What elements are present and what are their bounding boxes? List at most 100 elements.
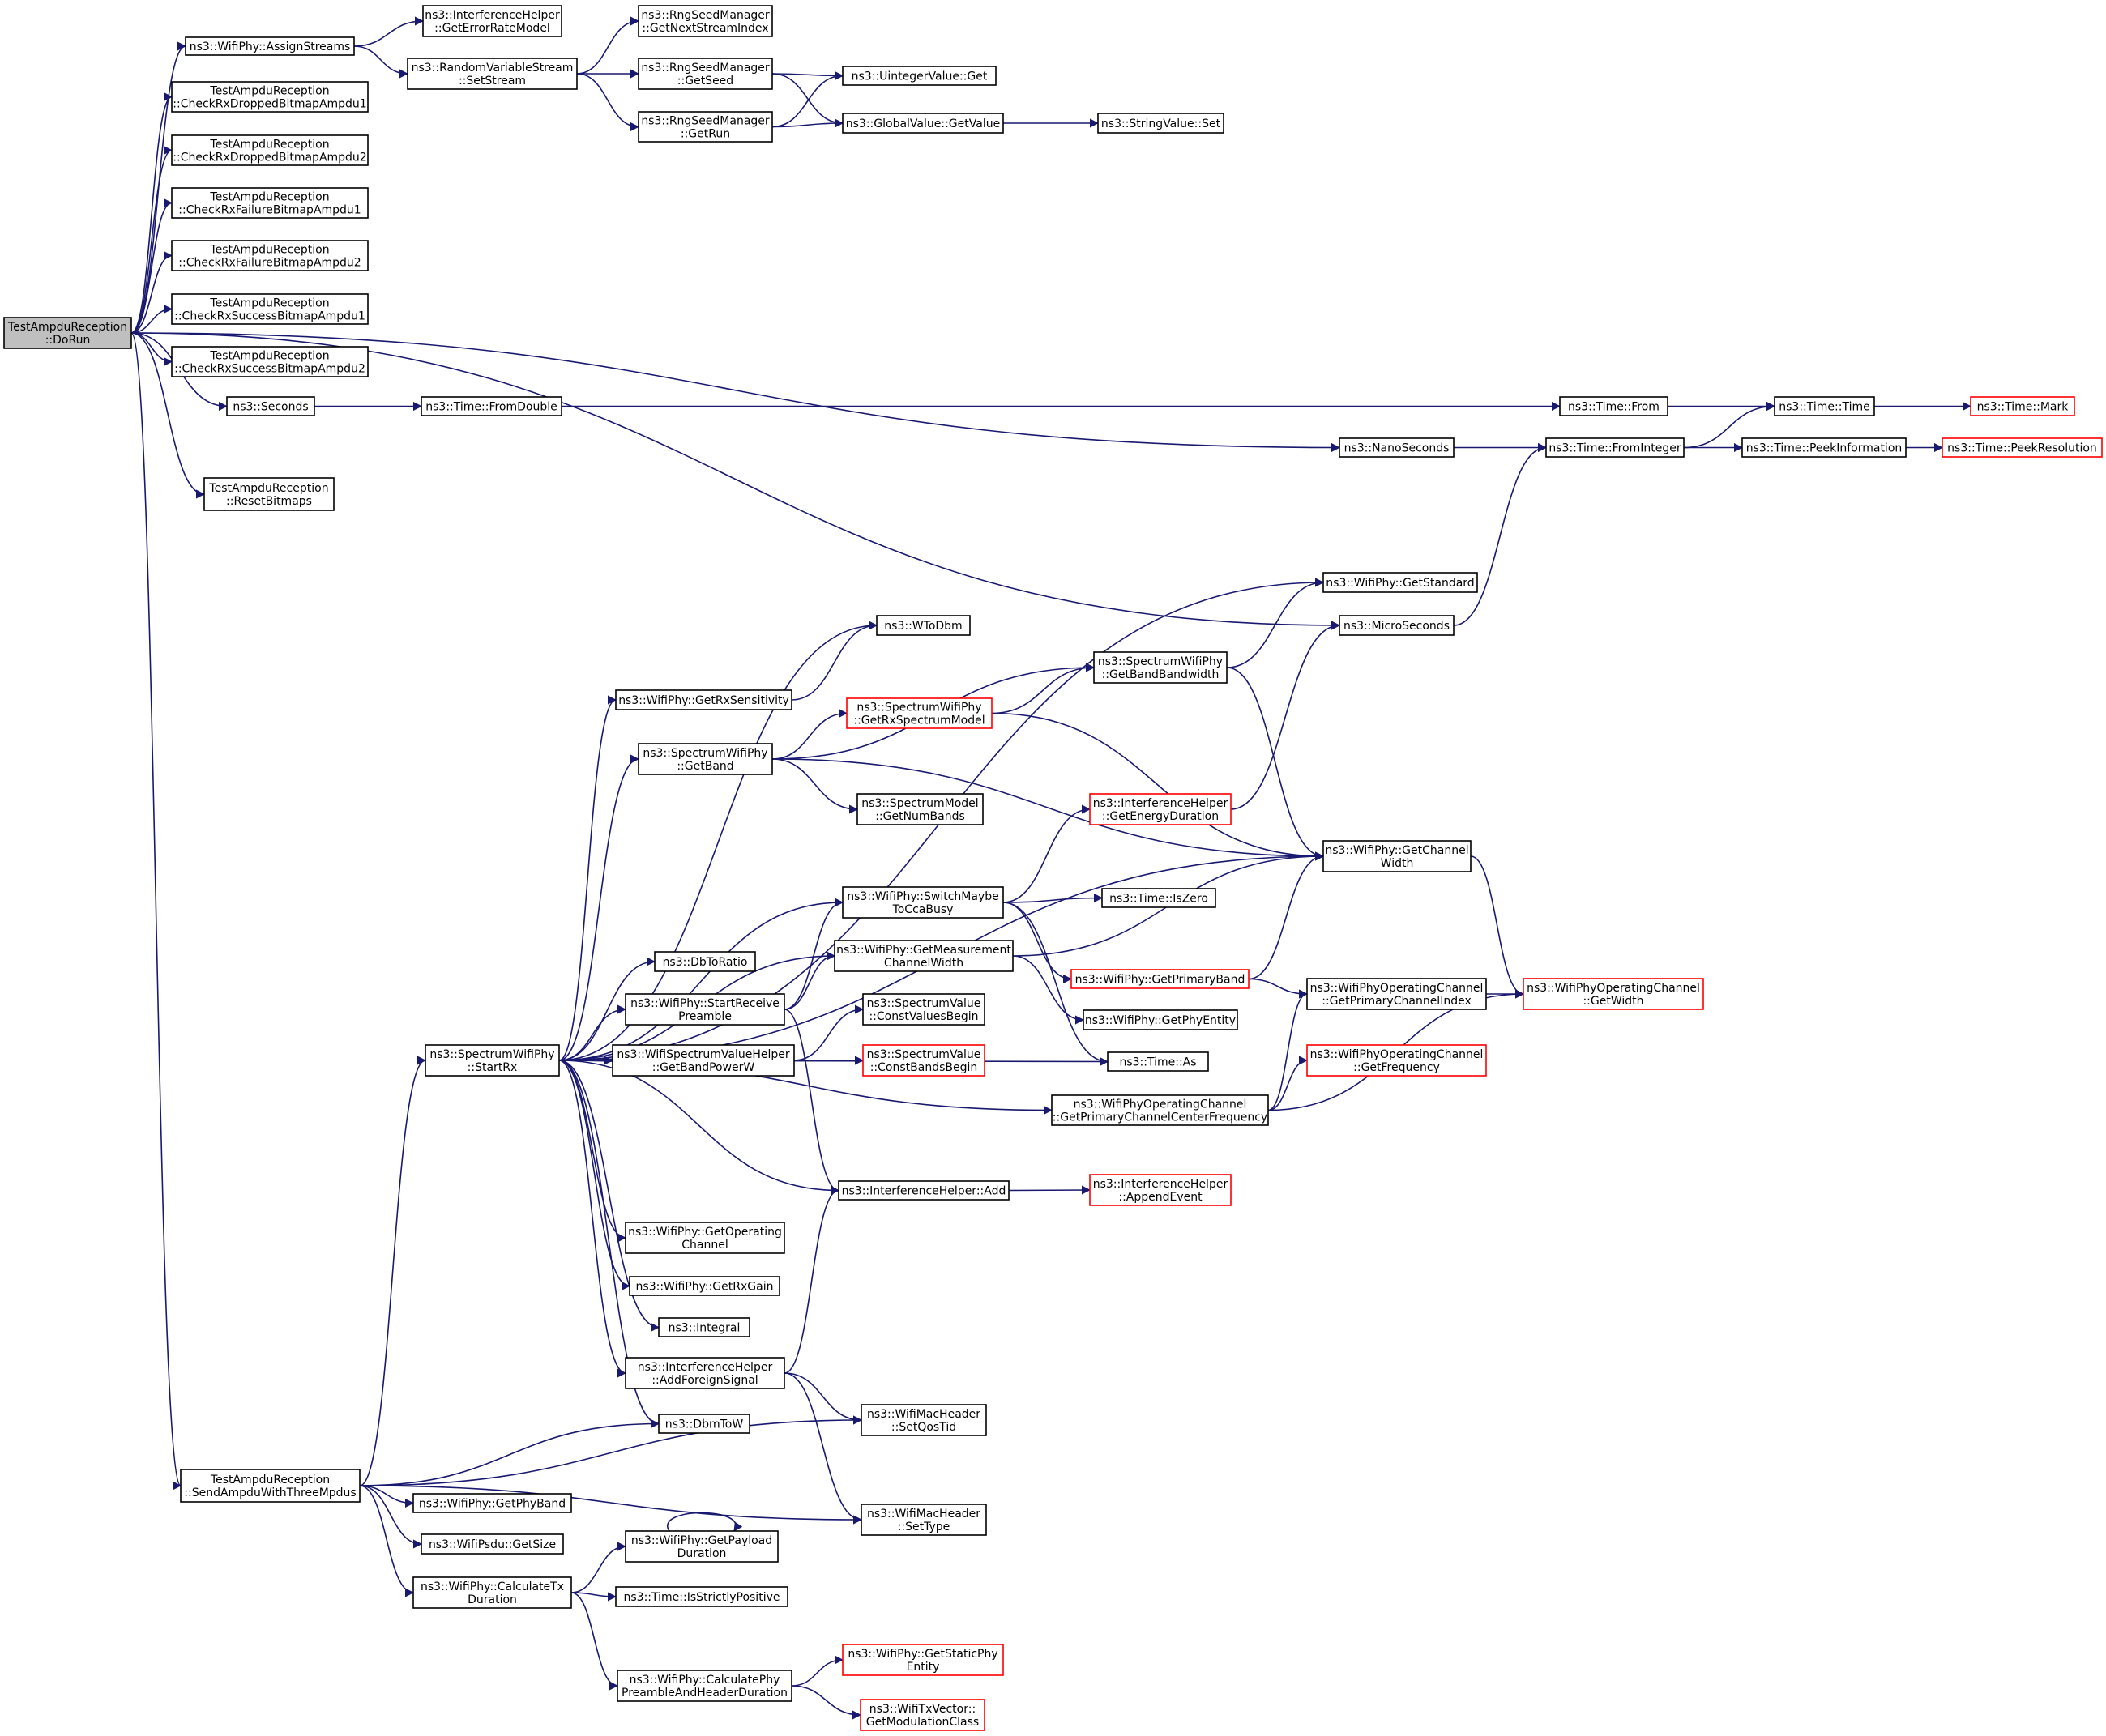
node-label-line: Width xyxy=(1381,857,1414,870)
node-ihAdd[interactable]: ns3::InterferenceHelper::Add xyxy=(838,1180,1010,1201)
node-label-line: ns3::Time::PeekResolution xyxy=(1947,442,2097,455)
node-smGetNumBands[interactable]: ns3::SpectrumModel::GetNumBands xyxy=(856,793,984,825)
node-label-line: ::GetRxSpectrumModel xyxy=(853,714,985,727)
node-label-line: ::GetRun xyxy=(681,128,730,141)
node-label-line: ns3::GlobalValue::GetValue xyxy=(846,117,1000,130)
node-rngNextStream[interactable]: ns3::RngSeedManager::GetNextStreamIndex xyxy=(638,5,773,37)
node-chkRxFail1[interactable]: TestAmpduReception::CheckRxFailureBitmap… xyxy=(171,187,369,219)
edge-calcPhyPreamble-to-getStaticPhyEntity xyxy=(791,1655,844,1687)
node-chkRxFail2[interactable]: TestAmpduReception::CheckRxFailureBitmap… xyxy=(171,240,369,271)
node-timeTime[interactable]: ns3::Time::Time xyxy=(1774,396,1875,416)
node-label-line: ns3::Time::FromInteger xyxy=(1549,442,1681,455)
node-sendAmpdu[interactable]: TestAmpduReception::SendAmpduWithThreeMp… xyxy=(180,1469,361,1503)
node-label-line: ns3::WifiPhy::CalculatePhy xyxy=(630,1674,780,1687)
node-nanoSeconds[interactable]: ns3::NanoSeconds xyxy=(1339,437,1455,458)
edge-sendAmpdu-to-macSetQosTid xyxy=(359,1415,863,1486)
node-label-line: ns3::Time::IsZero xyxy=(1109,893,1208,906)
node-timeAs[interactable]: ns3::Time::As xyxy=(1107,1051,1209,1072)
edge-getBandBandwidth-to-getChannelWidth xyxy=(1226,667,1325,861)
node-label-line: ns3::SpectrumValue xyxy=(867,997,981,1010)
node-rngGetSeed[interactable]: ns3::RngSeedManager::GetSeed xyxy=(638,58,773,90)
edge-opGetPrimCenterFreq-to-opGetFrequency xyxy=(1267,1056,1309,1111)
node-label-line: Preamble xyxy=(678,1010,732,1023)
node-txVecGetModClass[interactable]: ns3::WifiTxVector::GetModulationClass xyxy=(860,1699,985,1731)
node-timePeekInfo[interactable]: ns3::Time::PeekInformation xyxy=(1741,437,1907,458)
edge-sendAmpdu-to-calcTxDuration xyxy=(359,1485,415,1597)
node-strSet[interactable]: ns3::StringValue::Set xyxy=(1097,113,1224,134)
node-spGetBand[interactable]: ns3::SpectrumWifiPhy::GetBand xyxy=(638,743,773,775)
node-psduGetSize[interactable]: ns3::WifiPsdu::GetSize xyxy=(421,1533,564,1555)
node-timePeekRes[interactable]: ns3::Time::PeekResolution xyxy=(1942,437,2103,458)
node-timeFromInteger[interactable]: ns3::Time::FromInteger xyxy=(1545,437,1685,458)
node-doRun[interactable]: TestAmpduReception::DoRun xyxy=(3,317,132,349)
node-getPhyBand[interactable]: ns3::WifiPhy::GetPhyBand xyxy=(412,1493,572,1513)
node-svConstValuesBegin[interactable]: ns3::SpectrumValue::ConstValuesBegin xyxy=(862,993,985,1026)
node-timeIsStrictlyPos[interactable]: ns3::Time::IsStrictlyPositive xyxy=(615,1586,788,1607)
node-timeFrom[interactable]: ns3::Time::From xyxy=(1559,396,1668,416)
node-label-line: ::SetType xyxy=(898,1521,950,1533)
node-svConstBandsBegin[interactable]: ns3::SpectrumValue::ConstBandsBegin xyxy=(862,1044,985,1077)
node-gvGetValue[interactable]: ns3::GlobalValue::GetValue xyxy=(842,113,1004,134)
node-calcPhyPreamble[interactable]: ns3::WifiPhy::CalculatePhyPreambleAndHea… xyxy=(617,1670,792,1702)
node-chkRxDrop2[interactable]: TestAmpduReception::CheckRxDroppedBitmap… xyxy=(171,134,369,166)
edge-doRun-to-chkRxFail1 xyxy=(130,198,173,334)
node-macSetType[interactable]: ns3::WifiMacHeader::SetType xyxy=(861,1504,987,1536)
edge-calcPhyPreamble-to-txVecGetModClass xyxy=(791,1685,862,1720)
node-dbToRatio[interactable]: ns3::DbToRatio xyxy=(654,951,756,972)
node-opGetWidth[interactable]: ns3::WifiPhyOperatingChannel::GetWidth xyxy=(1523,978,1704,1010)
node-getPhyEntity[interactable]: ns3::WifiPhy::GetPhyEntity xyxy=(1083,1009,1238,1030)
node-uintGet[interactable]: ns3::UintegerValue::Get xyxy=(842,66,997,86)
node-timeIsZero[interactable]: ns3::Time::IsZero xyxy=(1101,888,1216,908)
edge-startRx-to-ihAdd xyxy=(558,1060,840,1196)
node-microSeconds[interactable]: ns3::MicroSeconds xyxy=(1339,615,1455,636)
edge-timeFromInteger-to-timeTime xyxy=(1683,401,1776,449)
node-getRxGain[interactable]: ns3::WifiPhy::GetRxGain xyxy=(629,1276,780,1296)
edge-ihAddForeign-to-ihAdd xyxy=(784,1185,840,1374)
node-getStandard[interactable]: ns3::WifiPhy::GetStandard xyxy=(1322,572,1478,593)
node-getRxSpectrumModel[interactable]: ns3::SpectrumWifiPhy::GetRxSpectrumModel xyxy=(846,697,993,729)
node-label-line: ns3::InterferenceHelper xyxy=(1093,1178,1228,1191)
node-macSetQosTid[interactable]: ns3::WifiMacHeader::SetQosTid xyxy=(861,1404,987,1436)
node-opGetFrequency[interactable]: ns3::WifiPhyOperatingChannel::GetFrequen… xyxy=(1306,1044,1487,1077)
node-assignStreams[interactable]: ns3::WifiPhy::AssignStreams xyxy=(185,36,355,56)
node-startRx[interactable]: ns3::SpectrumWifiPhy::StartRx xyxy=(425,1044,560,1077)
node-getRxSensitivity[interactable]: ns3::WifiPhy::GetRxSensitivity xyxy=(615,689,792,710)
node-rvsSetStream[interactable]: ns3::RandomVariableStream::SetStream xyxy=(407,58,578,90)
node-getBandBandwidth[interactable]: ns3::SpectrumWifiPhy::GetBandBandwidth xyxy=(1093,651,1228,684)
node-integral[interactable]: ns3::Integral xyxy=(658,1317,750,1337)
node-timeFromDouble[interactable]: ns3::Time::FromDouble xyxy=(421,396,562,416)
node-seconds[interactable]: ns3::Seconds xyxy=(226,396,315,416)
node-getPrimaryBand[interactable]: ns3::WifiPhy::GetPrimaryBand xyxy=(1070,969,1250,989)
node-rngGetRun[interactable]: ns3::RngSeedManager::GetRun xyxy=(638,111,773,143)
node-getBandPowerW[interactable]: ns3::WifiSpectrumValueHelper::GetBandPow… xyxy=(612,1044,795,1077)
node-wToDbm[interactable]: ns3::WToDbm xyxy=(876,615,971,636)
edge-calcTxDuration-to-timeIsStrictlyPos xyxy=(570,1592,617,1602)
edge-spGetBand-to-getRxSpectrumModel xyxy=(771,708,848,760)
node-label-line: ns3::SpectrumWifiPhy xyxy=(1098,655,1223,668)
node-ihAppendEvent[interactable]: ns3::InterferenceHelper::AppendEvent xyxy=(1089,1174,1232,1206)
edge-ihGetEnergyDuration-to-microSeconds xyxy=(1230,621,1341,810)
node-chkRxSucc1[interactable]: TestAmpduReception::CheckRxSuccessBitmap… xyxy=(171,293,369,325)
node-ihGetEnergyDuration[interactable]: ns3::InterferenceHelper::GetEnergyDurati… xyxy=(1089,793,1232,825)
node-opGetPrimaryIdx[interactable]: ns3::WifiPhyOperatingChannel::GetPrimary… xyxy=(1306,978,1487,1010)
node-ihAddForeign[interactable]: ns3::InterferenceHelper::AddForeignSigna… xyxy=(625,1357,785,1389)
node-label-line: ns3::RngSeedManager xyxy=(641,9,770,22)
edge-switchMaybe-to-ihGetEnergyDuration xyxy=(1002,804,1091,903)
node-label-line: ns3::WifiSpectrumValueHelper xyxy=(617,1048,790,1061)
node-chkRxSucc2[interactable]: TestAmpduReception::CheckRxSuccessBitmap… xyxy=(171,346,369,377)
node-ihGetErrorRateModel[interactable]: ns3::InterferenceHelper::GetErrorRateMod… xyxy=(422,5,562,37)
edge-sendAmpdu-to-startRx xyxy=(359,1056,427,1486)
node-opGetPrimCenterFreq[interactable]: ns3::WifiPhyOperatingChannel::GetPrimary… xyxy=(1051,1094,1269,1126)
node-chkRxDrop1[interactable]: TestAmpduReception::CheckRxDroppedBitmap… xyxy=(171,81,369,113)
node-dbmToW[interactable]: ns3::DbmToW xyxy=(658,1414,750,1434)
node-timeMark[interactable]: ns3::Time::Mark xyxy=(1970,396,2075,416)
node-resetBitmaps[interactable]: TestAmpduReception::ResetBitmaps xyxy=(203,477,335,511)
